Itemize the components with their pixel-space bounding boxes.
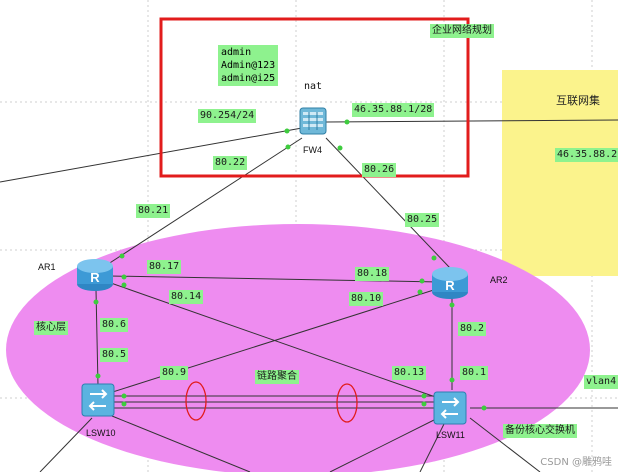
ip-label-ar2-lsw10: 80.10 [349, 292, 384, 306]
device-name-ar2: AR2 [490, 275, 508, 285]
ip-label-lsw11-lsw10: 80.13 [392, 366, 427, 380]
link-fw-left [0, 127, 303, 183]
device-name-lsw11: LSW11 [436, 430, 465, 440]
ip-label-lsw10-lsw11: 80.9 [160, 366, 189, 380]
link-ar1-lsw11 [107, 281, 445, 401]
svg-text:R: R [445, 278, 455, 293]
internet-label: 互联网集 [556, 94, 600, 107]
ip-label-ar1-ar2: 80.17 [147, 260, 182, 274]
internet-zone [502, 70, 618, 276]
credential-line: admin@i25 [221, 73, 276, 84]
switch-icon[interactable] [81, 383, 115, 417]
device-name-ar1: AR1 [38, 262, 56, 272]
ip-label-ar1-lsw10: 80.6 [100, 318, 129, 332]
switch-icon[interactable] [433, 391, 467, 425]
credentials-box: admin Admin@123 admin@i25 [218, 45, 279, 86]
ip-label-lsw10-ar1: 80.5 [100, 348, 129, 362]
firewall-icon[interactable] [299, 107, 327, 135]
ip-label-fw-ar2: 80.26 [362, 163, 397, 177]
link-fw-ar1 [101, 137, 303, 269]
ip-label-ar1-lsw11: 80.14 [169, 290, 204, 304]
backup-core-switch-label: 备份核心交换机 [503, 424, 577, 438]
fw-highlight-box [159, 17, 470, 178]
router-icon[interactable]: R [432, 267, 468, 299]
link-aggregation-label: 链路聚合 [255, 370, 299, 384]
credential-line: admin [221, 47, 252, 58]
ip-label-ar1-fw: 80.21 [136, 204, 171, 218]
credential-line: Admin@123 [221, 60, 276, 71]
nat-label: nat [304, 81, 323, 92]
link-lsw10-down-1 [39, 417, 93, 472]
link-fw-ar2 [325, 137, 451, 269]
link-lsw11-down-3 [419, 419, 447, 472]
ip-label-ar2-ar1: 80.18 [355, 267, 390, 281]
link-ar1-ar2 [109, 275, 441, 283]
internet-ip-label: 46.35.88.2 [555, 148, 618, 162]
link-lsw10-down-2 [111, 415, 251, 472]
port-dots [93, 119, 487, 411]
link-ar2-lsw10 [99, 287, 441, 397]
links [0, 119, 618, 472]
ip-label-fw-left: 90.254/24 [198, 109, 257, 123]
link-lsw11-down-1 [329, 417, 439, 472]
core-layer-label: 核心层 [34, 321, 68, 335]
device-name-fw4: FW4 [303, 145, 322, 155]
link-ar1-lsw10 [95, 289, 99, 387]
router-icon[interactable]: R [77, 259, 113, 291]
ip-label-fw-right: 46.35.88.1/28 [352, 103, 435, 117]
link-lsw11-down-2 [469, 417, 541, 472]
ip-label-ar2-lsw11: 80.2 [458, 322, 487, 336]
svg-text:R: R [90, 270, 100, 285]
ip-label-lsw11-ar2: 80.1 [460, 366, 489, 380]
link-agg-oval-right [336, 383, 358, 423]
diagram-title: 企业网络规划 [430, 24, 494, 38]
link-fw-internet [325, 119, 618, 123]
link-agg-oval-left [185, 381, 207, 421]
device-name-lsw10: LSW10 [86, 428, 116, 438]
ip-label-fw-ar1: 80.22 [213, 156, 248, 170]
ip-label-ar2-fw: 80.25 [405, 213, 440, 227]
vlan-label: vlan4 [584, 375, 618, 389]
watermark: CSDN @雕鸦哇 [540, 457, 612, 468]
